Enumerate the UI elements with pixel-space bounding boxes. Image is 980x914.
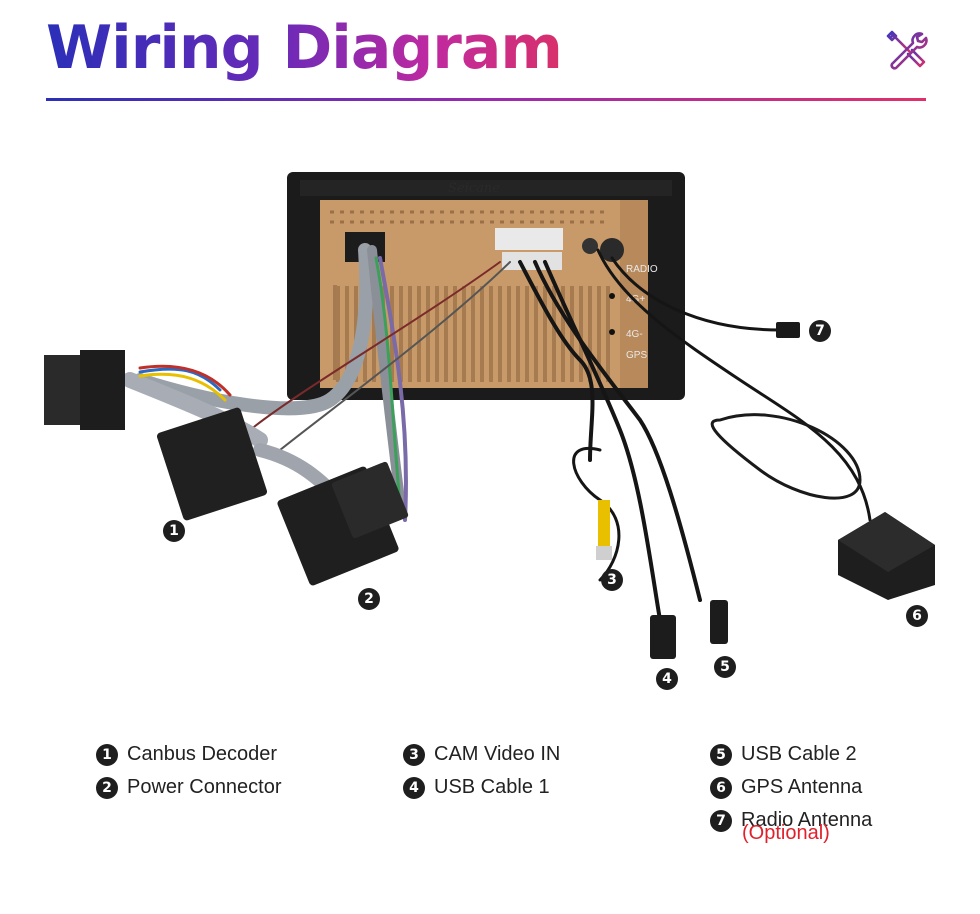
legend-column-1: 1 Canbus Decoder 2 Power Connector	[96, 738, 282, 804]
legend-item-cam-video-in: 3 CAM Video IN	[403, 738, 560, 771]
usb-connectors	[650, 600, 728, 659]
cam-video-connector	[596, 500, 612, 560]
legend-label: Power Connector	[127, 776, 282, 798]
callout-7: 7	[809, 320, 831, 342]
callout-1: 1	[163, 520, 185, 542]
legend-item-power-connector: 2 Power Connector	[96, 771, 282, 804]
power-connector	[277, 461, 409, 586]
tools-icon	[886, 30, 928, 70]
legend-label: GPS Antenna	[741, 776, 863, 798]
callout-4: 4	[656, 668, 678, 690]
callout-6: 6	[906, 605, 928, 627]
canbus-decoder	[44, 350, 268, 521]
legend-number: 6	[710, 776, 732, 799]
harness-wires	[122, 243, 872, 622]
radio-antenna-plug	[776, 322, 800, 338]
legend-label: Radio Antenna	[741, 809, 873, 831]
legend-number: 4	[403, 776, 425, 799]
head-unit: Seicane RADIO 4G+ 4G- GPS	[287, 172, 685, 400]
callout-5: 5	[714, 656, 736, 678]
legend-number: 7	[710, 809, 732, 832]
brand-label: Seicane	[448, 181, 500, 196]
legend-column-3: 5 USB Cable 2 6 GPS Antenna 7 Radio Ante…	[710, 738, 872, 844]
legend-label: USB Cable 1	[434, 776, 550, 798]
legend-number: 3	[403, 743, 425, 766]
legend-column-2: 3 CAM Video IN 4 USB Cable 1	[403, 738, 560, 804]
legend-number: 2	[96, 776, 118, 799]
title-divider	[46, 98, 926, 101]
port-label-radio: RADIO	[626, 264, 658, 275]
legend-item-usb-cable-2: 5 USB Cable 2	[710, 738, 872, 771]
legend-number: 5	[710, 743, 732, 766]
legend-label: Canbus Decoder	[127, 743, 278, 765]
legend-item-gps-antenna: 6 GPS Antenna	[710, 771, 872, 804]
legend-item-canbus-decoder: 1 Canbus Decoder	[96, 738, 282, 771]
legend-label: CAM Video IN	[434, 743, 561, 765]
callout-3: 3	[601, 569, 623, 591]
callout-2: 2	[358, 588, 380, 610]
port-label-4g-minus: 4G-	[626, 329, 643, 340]
optional-note: (Optional)	[742, 822, 830, 844]
legend-number: 1	[96, 743, 118, 766]
wiring-photo: Seicane RADIO 4G+ 4G- GPS	[44, 172, 935, 659]
legend-item-radio-antenna: 7 Radio Antenna	[710, 804, 872, 837]
port-label-gps: GPS	[626, 350, 647, 361]
legend-label: USB Cable 2	[741, 743, 857, 765]
page-title: Wiring Diagram	[46, 8, 563, 88]
legend-item-usb-cable-1: 4 USB Cable 1	[403, 771, 560, 804]
gps-antenna	[838, 512, 935, 600]
